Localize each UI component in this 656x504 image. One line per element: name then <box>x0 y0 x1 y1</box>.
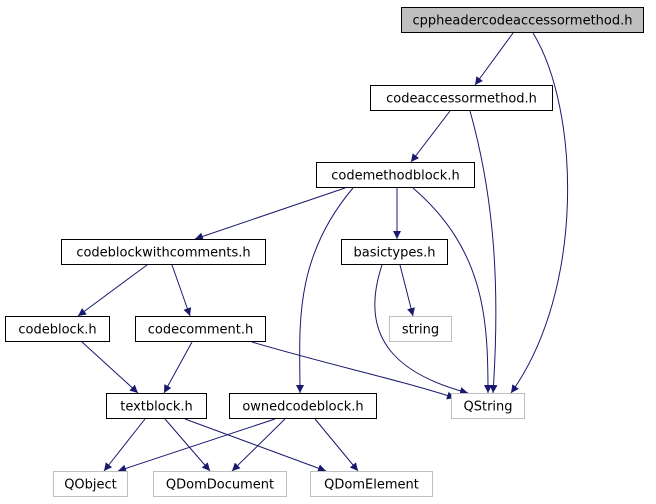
node-label-string: string <box>402 323 439 338</box>
node-box-codecomment <box>135 316 266 342</box>
node-codeaccessormethod[interactable]: codeaccessormethod.h <box>370 85 553 111</box>
node-label-basictypes: basictypes.h <box>354 246 436 261</box>
include-edge-codemethodblock-to-qstring <box>412 187 492 394</box>
include-edge-codeblockwithcomments-to-codecomment <box>171 264 192 317</box>
include-edge-codeblock-to-textblock <box>81 341 139 394</box>
node-box-qobject <box>53 471 128 497</box>
node-string: string <box>389 316 452 342</box>
node-codemethodblock[interactable]: codemethodblock.h <box>316 162 475 188</box>
node-box-qdomdocument <box>153 471 287 497</box>
node-label-codeblockwithcomments: codeblockwithcomments.h <box>76 246 250 261</box>
include-edge-codemethodblock-to-codeblockwithcomments <box>194 187 346 241</box>
include-edge-codemethodblock-to-ownedcodeblock <box>295 187 354 394</box>
include-edge-ownedcodeblock-to-qdomdocument <box>231 418 286 472</box>
node-root[interactable]: cppheadercodeaccessormethod.h <box>401 7 644 33</box>
node-codecomment[interactable]: codecomment.h <box>135 316 266 342</box>
include-edge-ownedcodeblock-to-qobject <box>117 418 276 473</box>
node-basictypes[interactable]: basictypes.h <box>341 239 448 265</box>
node-box-codeblock <box>5 316 110 342</box>
node-box-qdomelement <box>310 471 433 497</box>
node-box-qstring <box>451 393 525 419</box>
node-box-ownedcodeblock <box>229 393 377 419</box>
node-box-root <box>401 7 644 33</box>
node-codeblockwithcomments[interactable]: codeblockwithcomments.h <box>61 239 266 265</box>
include-edge-textblock-to-qobject <box>103 418 146 472</box>
node-box-codemethodblock <box>316 162 475 188</box>
include-edge-textblock-to-qdomelement <box>184 418 327 472</box>
node-box-codeblockwithcomments <box>61 239 266 265</box>
node-label-qstring: QString <box>463 400 512 415</box>
include-edge-codecomment-to-qstring <box>251 341 456 400</box>
node-label-qobject: QObject <box>64 478 117 493</box>
node-label-textblock: textblock.h <box>120 400 193 415</box>
edge-layer <box>77 32 569 473</box>
node-label-ownedcodeblock: ownedcodeblock.h <box>242 400 363 415</box>
include-edge-basictypes-to-qstring <box>374 264 469 395</box>
node-label-codemethodblock: codemethodblock.h <box>331 169 459 184</box>
include-edge-root-to-codeaccessormethod <box>474 32 514 86</box>
node-box-textblock <box>106 393 207 419</box>
node-label-codeaccessormethod: codeaccessormethod.h <box>386 92 537 107</box>
include-edge-codeaccessormethod-to-codemethodblock <box>410 110 451 163</box>
node-box-string <box>389 316 452 342</box>
node-qstring: QString <box>451 393 525 419</box>
node-ownedcodeblock[interactable]: ownedcodeblock.h <box>229 393 377 419</box>
include-edge-basictypes-to-string <box>399 264 415 317</box>
node-qdomdocument: QDomDocument <box>153 471 287 497</box>
include-edge-textblock-to-qdomdocument <box>164 418 211 472</box>
include-edge-codeaccessormethod-to-qstring <box>469 110 498 394</box>
include-edge-codecomment-to-textblock <box>163 341 193 394</box>
node-label-codecomment: codecomment.h <box>148 323 254 338</box>
node-label-qdomdocument: QDomDocument <box>166 478 274 493</box>
include-edge-root-to-qstring <box>510 32 569 394</box>
node-box-codeaccessormethod <box>370 85 553 111</box>
node-qdomelement: QDomElement <box>310 471 433 497</box>
node-label-root: cppheadercodeaccessormethod.h <box>413 14 633 29</box>
node-box-basictypes <box>341 239 448 265</box>
node-layer: cppheadercodeaccessormethod.h codeaccesso… <box>5 7 644 497</box>
include-edge-codeblockwithcomments-to-codeblock <box>77 264 148 317</box>
node-textblock[interactable]: textblock.h <box>106 393 207 419</box>
node-label-codeblock: codeblock.h <box>18 323 96 338</box>
node-qobject: QObject <box>53 471 128 497</box>
include-edge-ownedcodeblock-to-qdomelement <box>314 418 359 472</box>
node-codeblock[interactable]: codeblock.h <box>5 316 110 342</box>
node-label-qdomelement: QDomElement <box>324 478 419 493</box>
